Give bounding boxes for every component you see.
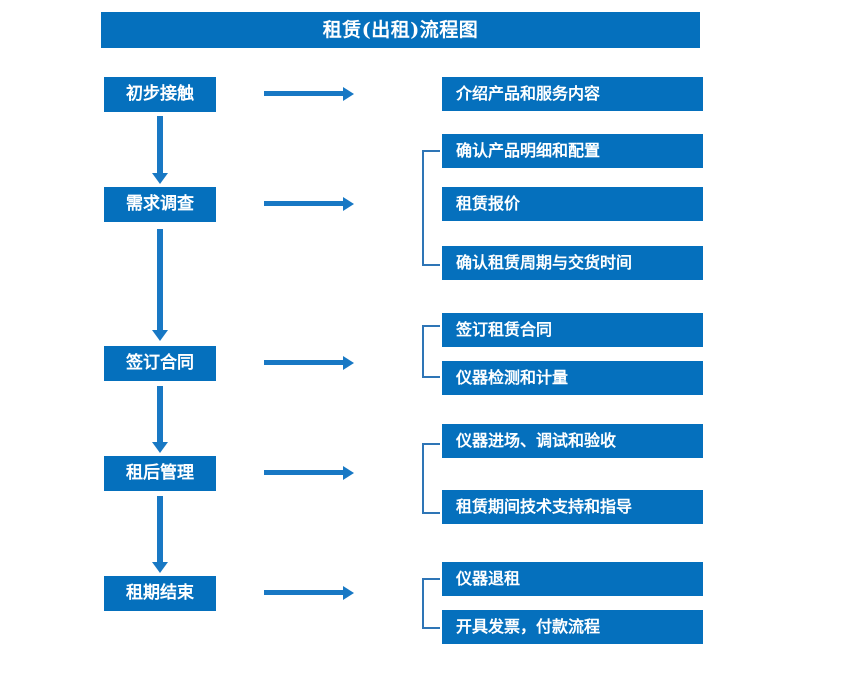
flow-arrow-down-icon-2 (149, 229, 171, 341)
detail-box-instrument-testing-metering[interactable]: 仪器检测和计量 (442, 361, 703, 395)
detail-label: 签订租赁合同 (456, 320, 553, 339)
stage-label: 租后管理 (126, 463, 194, 483)
stage-label: 租期结束 (126, 583, 194, 603)
arrow-shaft (264, 201, 344, 206)
arrow-shaft (157, 229, 163, 330)
detail-box-confirm-period-delivery[interactable]: 确认租赁周期与交货时间 (442, 246, 703, 280)
arrow-shaft (264, 360, 344, 365)
arrow-shaft (264, 470, 344, 475)
flow-arrow-down-icon-4 (149, 496, 171, 573)
detail-label: 仪器进场、调试和验收 (456, 431, 617, 450)
group-bracket-rental-end (422, 578, 440, 629)
detail-box-technical-support-guidance[interactable]: 租赁期间技术支持和指导 (442, 490, 703, 524)
detail-box-sign-rental-contract[interactable]: 签订租赁合同 (442, 313, 703, 347)
flow-arrow-down-icon-1 (149, 116, 171, 184)
link-arrow-right-icon-5 (264, 584, 354, 602)
arrow-shaft (157, 386, 163, 442)
stage-label: 初步接触 (126, 84, 194, 104)
arrow-head (343, 586, 354, 600)
arrow-shaft (264, 590, 344, 595)
stage-label: 签订合同 (126, 353, 194, 373)
stage-box-post-rental-management[interactable]: 租后管理 (104, 456, 216, 491)
detail-label: 开具发票，付款流程 (456, 617, 601, 636)
arrow-shaft (264, 91, 344, 96)
detail-label: 介绍产品和服务内容 (456, 84, 601, 103)
link-arrow-right-icon-3 (264, 354, 354, 372)
arrow-head (152, 330, 168, 341)
detail-box-introduce-products-services[interactable]: 介绍产品和服务内容 (442, 77, 703, 111)
group-bracket-post-rental (422, 443, 440, 514)
diagram-title-text: 租赁(出租)流程图 (322, 18, 479, 41)
arrow-head (343, 466, 354, 480)
arrow-head (343, 87, 354, 101)
detail-label: 确认产品明细和配置 (456, 141, 601, 160)
arrow-shaft (157, 116, 163, 173)
detail-label: 仪器检测和计量 (456, 368, 569, 387)
detail-label: 确认租赁周期与交货时间 (456, 253, 633, 272)
arrow-head (343, 197, 354, 211)
stage-box-rental-end[interactable]: 租期结束 (104, 576, 216, 611)
group-bracket-sign-contract (422, 325, 440, 378)
arrow-shaft (157, 496, 163, 562)
arrow-head (343, 356, 354, 370)
link-arrow-right-icon-2 (264, 195, 354, 213)
flow-arrow-down-icon-3 (149, 386, 171, 453)
detail-box-instrument-onsite-commission-acceptance[interactable]: 仪器进场、调试和验收 (442, 424, 703, 458)
link-arrow-right-icon-4 (264, 464, 354, 482)
stage-box-initial-contact[interactable]: 初步接触 (104, 77, 216, 112)
group-bracket-needs-survey (422, 150, 440, 266)
arrow-head (152, 562, 168, 573)
detail-box-confirm-product-spec[interactable]: 确认产品明细和配置 (442, 134, 703, 168)
link-arrow-right-icon-1 (264, 85, 354, 103)
arrow-head (152, 442, 168, 453)
detail-box-instrument-return[interactable]: 仪器退租 (442, 562, 703, 596)
diagram-title-banner: 租赁(出租)流程图 (101, 12, 700, 48)
stage-box-needs-survey[interactable]: 需求调查 (104, 187, 216, 222)
detail-label: 租赁报价 (456, 194, 521, 213)
detail-box-rental-quotation[interactable]: 租赁报价 (442, 187, 703, 221)
stage-box-sign-contract[interactable]: 签订合同 (104, 346, 216, 381)
arrow-head (152, 173, 168, 184)
detail-label: 租赁期间技术支持和指导 (456, 497, 633, 516)
stage-label: 需求调查 (126, 194, 194, 214)
detail-label: 仪器退租 (456, 569, 521, 588)
detail-box-invoice-payment-process[interactable]: 开具发票，付款流程 (442, 610, 703, 644)
